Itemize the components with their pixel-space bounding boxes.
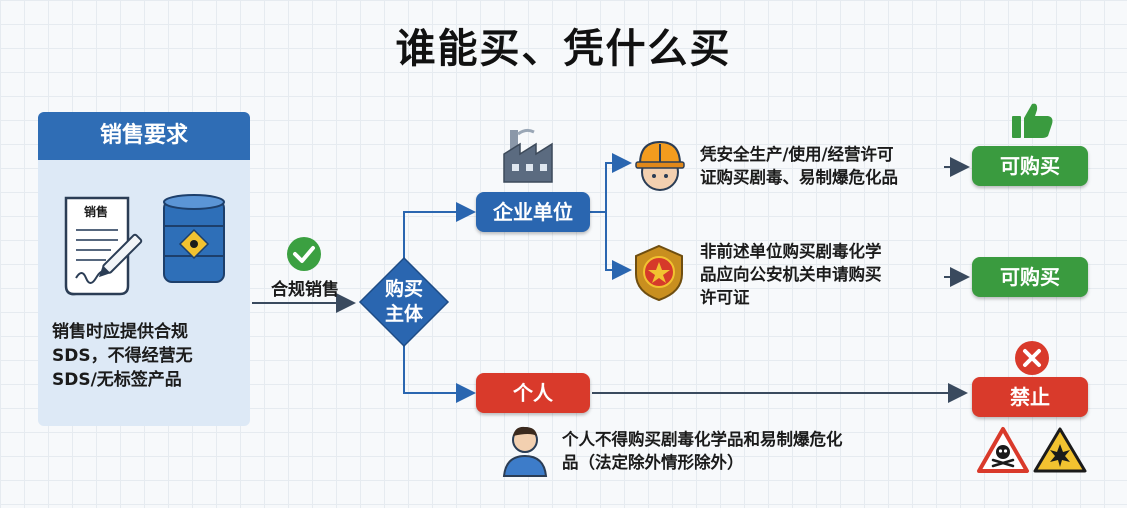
license-note: 凭安全生产/使用/经营许可 证购买剧毒、易制爆危化品 — [700, 145, 898, 187]
hard-hat-worker-icon — [635, 140, 685, 191]
person-icon — [502, 426, 548, 477]
sales-note: 销售时应提供合规 SDS，不得经营无 SDS/无标签产品 — [52, 320, 242, 392]
arrow-to-police — [605, 212, 632, 280]
arrow-to-enterprise — [403, 202, 476, 258]
document-pen-icon: 销售 — [64, 196, 143, 296]
toxic-warning-icon — [977, 427, 1029, 473]
hazard-barrel-icon — [163, 194, 225, 283]
police-note: 非前述单位购买剧毒化学 品应向公安机关申请购买 许可证 — [700, 242, 882, 307]
buyer-diamond-text: 购买 主体 — [384, 278, 423, 325]
sales-note-line: SDS/无标签产品 — [52, 370, 182, 390]
sales-note-line: 销售时应提供合规 — [52, 322, 188, 342]
page-title: 谁能买、凭什么买 — [395, 26, 732, 72]
explosive-warning-icon — [1033, 427, 1087, 473]
police-badge-icon — [635, 244, 683, 302]
sales-note-line: SDS，不得经营无 — [52, 346, 193, 366]
arrow-to-individual — [403, 346, 476, 403]
cross-circle-icon — [1015, 341, 1049, 375]
license-result-box: 可购买 — [972, 146, 1088, 186]
sales-requirement-header: 销售要求 — [38, 112, 250, 160]
compliant-sales-label: 合规销售 — [271, 280, 339, 300]
factory-icon — [503, 128, 553, 183]
thumbs-up-icon — [1012, 103, 1053, 138]
individual-box: 个人 — [476, 373, 590, 413]
individual-note: 个人不得购买剧毒化学品和易制爆危化 品（法定除外情形除外） — [562, 430, 843, 472]
check-circle-icon — [287, 237, 321, 271]
arrow-to-license — [605, 153, 632, 212]
document-label: 销售 — [84, 204, 108, 219]
forbidden-result-box: 禁止 — [972, 377, 1088, 417]
enterprise-box: 企业单位 — [476, 192, 590, 232]
buyer-diamond — [358, 256, 450, 348]
police-result-box: 可购买 — [972, 257, 1088, 297]
